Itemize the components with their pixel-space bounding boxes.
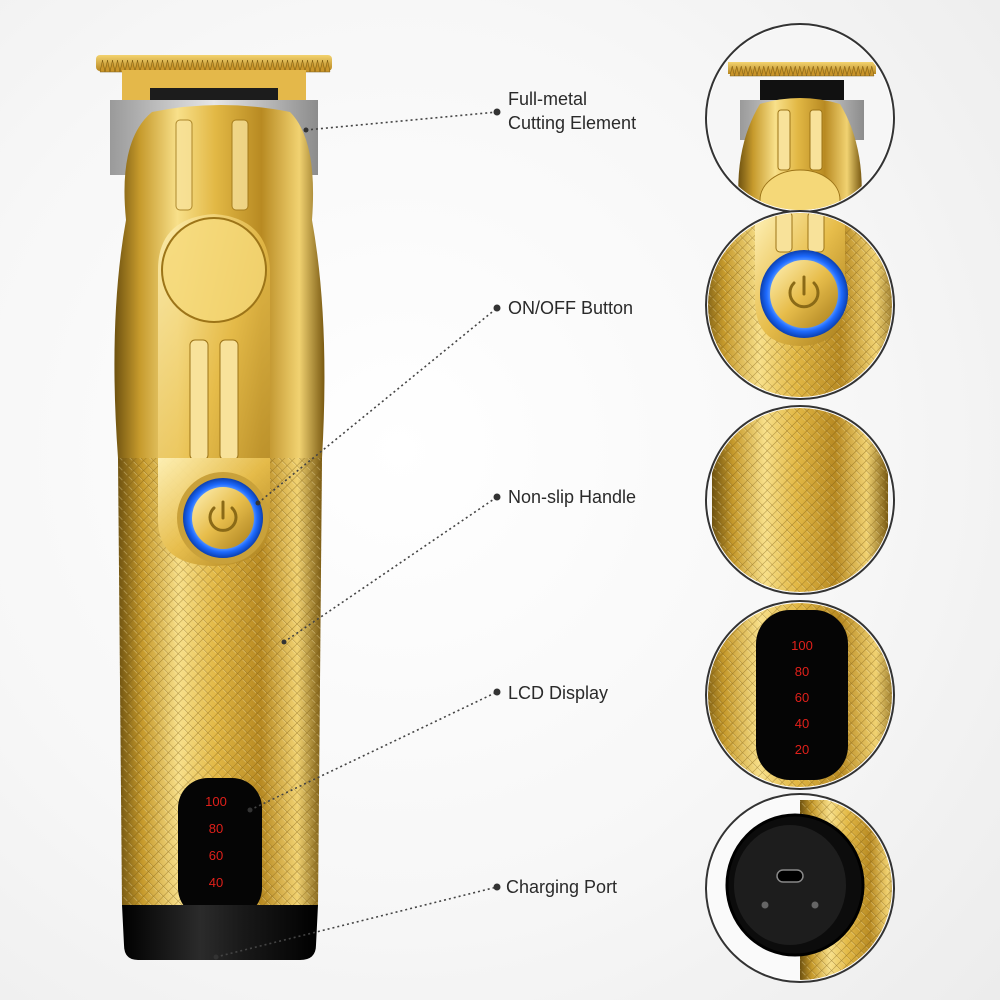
- lcd-level-100: 100: [205, 794, 227, 809]
- callout-lcd-display: LCD Display: [508, 683, 609, 703]
- lcd-display: [178, 778, 262, 918]
- lcd-level-80: 80: [209, 821, 223, 836]
- on-off-button[interactable]: [177, 472, 269, 564]
- detail-lcd: 100 80 60 40 20: [705, 600, 895, 790]
- detail-button: [705, 210, 895, 400]
- detail-blade: [705, 23, 895, 213]
- power-icon: [788, 275, 820, 309]
- callout-cutting-element: Full-metal Cutting Element: [508, 87, 636, 135]
- lcd-level-80: 80: [795, 664, 809, 679]
- lcd-level-20: 20: [795, 742, 809, 757]
- leader-dots: [213, 108, 501, 960]
- callout-on-off-button: ON/OFF Button: [508, 298, 634, 318]
- callout-non-slip-handle: Non-slip Handle: [508, 487, 637, 507]
- usb-c-port-icon: [776, 869, 804, 883]
- power-icon: [208, 500, 238, 532]
- callout-charging-port: Charging Port: [506, 877, 618, 897]
- leader-lines: [215, 111, 498, 958]
- lcd-level-100: 100: [791, 638, 813, 653]
- lcd-level-60: 60: [209, 848, 223, 863]
- lcd-level-40: 40: [209, 875, 223, 890]
- callout-cutting-line2: Cutting Element: [508, 113, 637, 133]
- non-slip-handle: [118, 458, 322, 905]
- detail-charging-port: [705, 793, 895, 983]
- lcd-level-60: 60: [795, 690, 809, 705]
- detail-handle: [705, 405, 895, 595]
- callout-cutting-line1: Full-metal: [508, 89, 588, 109]
- lcd-level-40: 40: [795, 716, 809, 731]
- charging-base: [122, 905, 318, 960]
